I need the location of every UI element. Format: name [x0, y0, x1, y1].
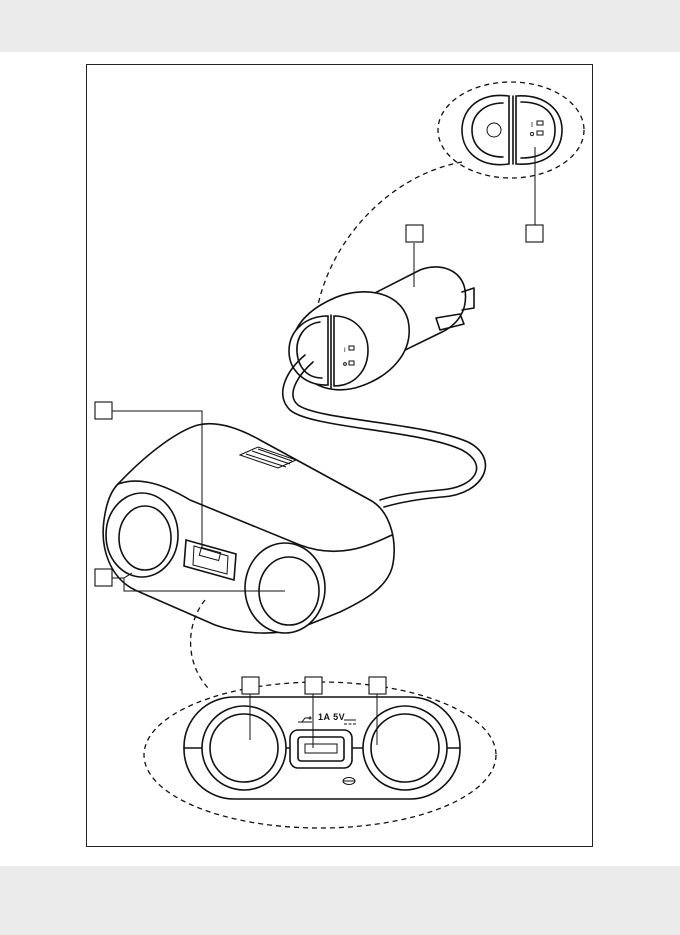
- vent-logo-icon: [238, 446, 298, 469]
- detail-connector-top: [316, 161, 463, 311]
- front-left-socket: [201, 705, 287, 791]
- usb-port-persp: [183, 538, 237, 582]
- callout-boxes: [94, 224, 544, 695]
- callout-box-tip: [525, 224, 544, 243]
- usb-symbol-icon: [298, 716, 312, 723]
- front-view-detail: [143, 681, 497, 829]
- callout-box-usb: [94, 401, 113, 420]
- svg-text:I: I: [344, 348, 346, 354]
- direct-current-icon: [344, 719, 356, 725]
- plug-tip-left: [461, 94, 510, 166]
- usb-rating-label: 1A 5V: [318, 712, 346, 722]
- front-usb-port: [297, 736, 345, 762]
- svg-text:I: I: [531, 122, 533, 129]
- twin-socket-adapter: [102, 422, 395, 634]
- callout-box-front-usb: [304, 676, 323, 695]
- bottom-margin: [0, 866, 680, 935]
- callout-box-plug: [405, 224, 424, 243]
- detail-ellipse-top: [437, 81, 585, 179]
- detail-connector-bottom: [189, 599, 211, 691]
- fuse-symbol-icon: [342, 777, 356, 785]
- callout-box-front-left: [241, 676, 260, 695]
- front-right-socket: [362, 705, 448, 791]
- callout-box-sockets: [94, 568, 113, 587]
- callout-leaders: [112, 147, 536, 748]
- plug-center-pin: [486, 122, 502, 138]
- top-margin: [0, 0, 680, 52]
- lighter-plug: I: [281, 266, 487, 508]
- callout-box-front-right: [368, 676, 387, 695]
- detail-ellipse-bottom: [143, 681, 497, 829]
- plug-tip-detail: I: [437, 81, 585, 179]
